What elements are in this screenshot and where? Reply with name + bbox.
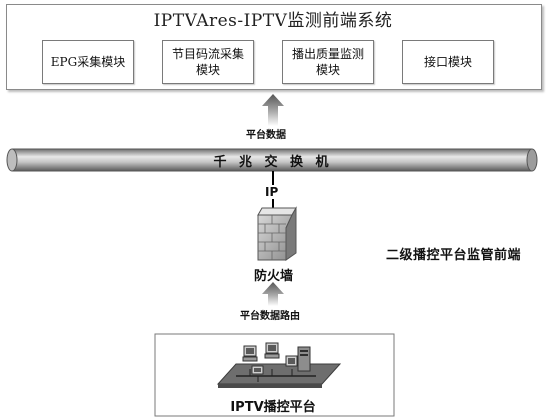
upper-up-arrow [262, 94, 284, 126]
module-stream-capture-line2: 模块 [195, 63, 220, 77]
module-epg-label: EPG采集模块 [50, 55, 126, 69]
module-interface-label: 接口模块 [423, 55, 472, 69]
module-quality-monitor-line1: 播出质量监测 [291, 47, 364, 61]
ip-label: IP [264, 185, 280, 199]
system-title: IPTVAres-IPTV监测前端系统 [153, 11, 393, 31]
module-quality-monitor-line2: 模块 [315, 63, 340, 77]
lower-up-arrow [262, 282, 284, 306]
lower-arrow-label: 平台数据路由 [240, 311, 300, 322]
firewall-brick-wall-icon [257, 206, 297, 261]
network-computers-icon [216, 342, 342, 388]
module-epg: EPG采集模块 [42, 40, 134, 84]
module-interface: 接口模块 [402, 40, 494, 84]
gigabit-switch-bus [6, 148, 538, 172]
firewall-label: 防火墙 [254, 269, 294, 284]
side-note: 二级播控平台监管前端 [386, 248, 522, 263]
module-stream-capture-line1: 节目码流采集 [171, 47, 244, 61]
upper-arrow-label: 平台数据 [246, 130, 286, 141]
module-stream-capture: 节目码流采集 模块 [162, 40, 254, 84]
module-quality-monitor: 播出质量监测 模块 [282, 40, 374, 84]
switch-label: 千 兆 交 换 机 [213, 155, 333, 170]
platform-label: IPTV播控平台 [230, 400, 316, 415]
